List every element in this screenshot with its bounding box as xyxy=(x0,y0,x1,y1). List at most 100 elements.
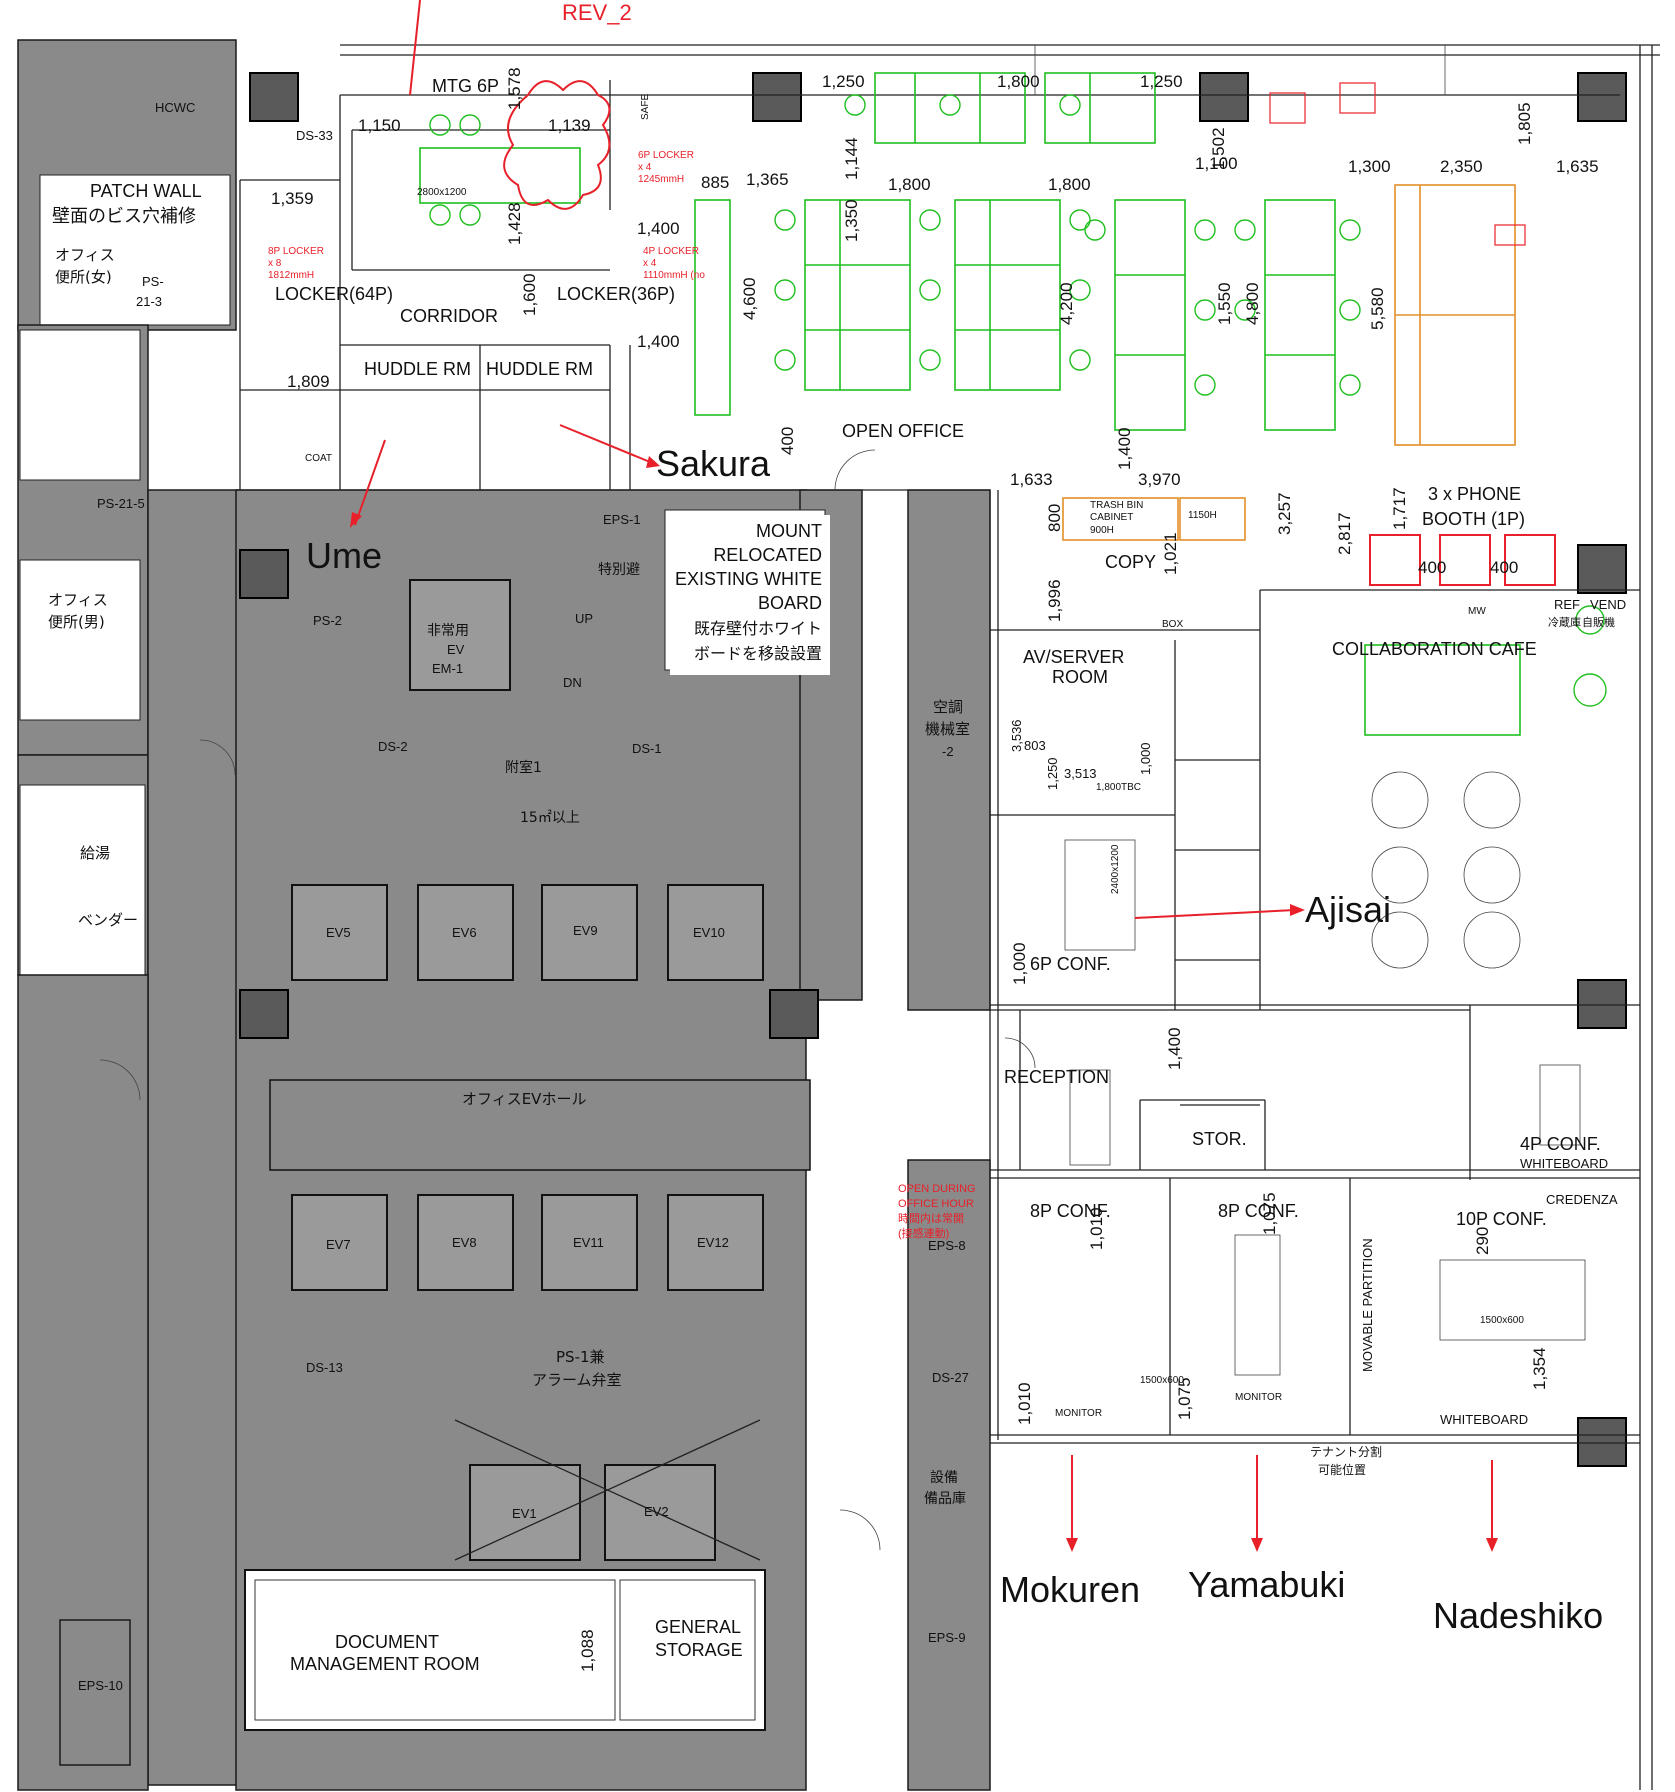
open-during-note-3: 時間内は常開 xyxy=(898,1211,964,1225)
dim-1010a: 1,010 xyxy=(1087,1207,1106,1250)
em-label-3: EM-1 xyxy=(432,661,463,676)
mount-note-2: RELOCATED xyxy=(713,545,822,565)
locker8p-note-1: 8P LOCKER xyxy=(268,246,324,257)
columns xyxy=(239,72,1627,1467)
dim-1400b: 1,400 xyxy=(637,332,680,351)
dim-1021: 1,021 xyxy=(1161,532,1180,575)
locker6p-note-3: 1245mmH xyxy=(638,174,684,185)
ref-label: REF xyxy=(1554,597,1580,612)
locker36-label: LOCKER(36P) xyxy=(557,284,675,304)
dim-1075b: 1,075 xyxy=(1175,1377,1194,1420)
reception-label: RECEPTION xyxy=(1004,1067,1109,1087)
dim-1717: 1,717 xyxy=(1390,487,1409,530)
em-label-2: EV xyxy=(447,642,465,657)
conf10p-label: 10P CONF. xyxy=(1456,1209,1547,1229)
conf8p-a-label: 8P CONF. xyxy=(1030,1201,1111,1221)
whiteboard-4p-label: WHITEBOARD xyxy=(1520,1156,1608,1171)
ume-label: Ume xyxy=(306,535,382,576)
mokuren-label: Mokuren xyxy=(1000,1569,1140,1610)
ev7-label: EV7 xyxy=(326,1237,351,1252)
open-office-label: OPEN OFFICE xyxy=(842,421,964,441)
locker8p-note-3: 1812mmH xyxy=(268,270,314,281)
dim-1000a: 1,000 xyxy=(1138,742,1153,775)
dim-803: 803 xyxy=(1024,738,1046,753)
ev10-label: EV10 xyxy=(693,925,725,940)
patch-wall-label: PATCH WALL xyxy=(90,181,202,201)
revision-label: REV_2 xyxy=(562,0,632,25)
area-label: 15㎡以上 xyxy=(520,810,580,826)
mount-note-4: BOARD xyxy=(758,593,822,613)
table-1500b-label: 1500x600 xyxy=(1480,1315,1524,1326)
toilet-m-label-2: 便所(男) xyxy=(48,613,105,631)
eps1-label: EPS-1 xyxy=(603,512,641,527)
phone-booth-label-2: BOOTH (1P) xyxy=(1422,509,1525,529)
dim-4600: 4,600 xyxy=(740,277,759,320)
locker64-label: LOCKER(64P) xyxy=(275,284,393,304)
movable-partition-label: MOVABLE PARTITION xyxy=(1360,1238,1375,1372)
em-label-1: 非常用 xyxy=(427,623,469,639)
dim-1250b: 1,250 xyxy=(1140,72,1183,91)
table-2400-label: 2400x1200 xyxy=(1110,844,1121,894)
sakura-label: Sakura xyxy=(656,443,771,484)
ev2-label: EV2 xyxy=(644,1504,669,1519)
kucho-label-2: 機械室 xyxy=(925,720,970,738)
open-during-note-1: OPEN DURING xyxy=(898,1183,976,1195)
ref-jp-label: 冷蔵庫 xyxy=(1548,615,1581,629)
dim-3536: 3,536 xyxy=(1009,719,1024,752)
credenza-label: CREDENZA xyxy=(1546,1192,1618,1207)
table-2800-label: 2800x1200 xyxy=(417,187,467,198)
workstations xyxy=(419,72,1521,736)
dim-2350: 2,350 xyxy=(1440,157,1483,176)
dim-1635: 1,635 xyxy=(1556,157,1599,176)
ds33-label: DS-33 xyxy=(296,128,333,143)
chairs xyxy=(429,94,1607,707)
mtr-box-label: 1150H xyxy=(1188,510,1217,521)
table-1500-label: 1500x600 xyxy=(1140,1375,1184,1386)
ev11-label: EV11 xyxy=(573,1235,604,1250)
yamabuki-label: Yamabuki xyxy=(1188,1564,1345,1605)
dim-1400a: 1,400 xyxy=(637,219,680,238)
dim-4200: 4,200 xyxy=(1057,282,1076,325)
elevators xyxy=(291,579,764,1561)
conf6p-label: 6P CONF. xyxy=(1030,954,1111,974)
general-storage-label-2: STORAGE xyxy=(655,1640,743,1660)
ps21-5-label: PS-21-5 xyxy=(97,496,145,511)
stor-label: STOR. xyxy=(1192,1129,1247,1149)
dim-1800b: 1,800 xyxy=(888,175,931,194)
dim-1300: 1,300 xyxy=(1348,157,1391,176)
core-rooms xyxy=(244,509,826,1731)
dimensions: 1,250 1,800 1,250 1,150 1,139 1,578 1,35… xyxy=(271,67,1599,1672)
dim-1354: 1,354 xyxy=(1530,1347,1549,1390)
conf4p-label: 4P CONF. xyxy=(1520,1134,1601,1154)
tokubetsu-label: 特別避 xyxy=(598,562,640,578)
huddle-room-1-label: HUDDLE RM xyxy=(364,359,471,379)
kyuto-label: 給湯 xyxy=(80,844,110,862)
ps1-label-2: アラーム弁室 xyxy=(532,1371,622,1389)
ps21-3-label-a: PS- xyxy=(142,274,164,289)
dim-5580: 5,580 xyxy=(1368,287,1387,330)
dim-1800tbc-label: 1,800TBC xyxy=(1096,782,1141,793)
dim-400a: 400 xyxy=(778,427,797,455)
ds27-label: DS-27 xyxy=(932,1370,969,1385)
open-during-note-4: (接感連動) xyxy=(898,1226,949,1240)
eps9-label: EPS-9 xyxy=(928,1630,966,1645)
ev9-label: EV9 xyxy=(573,923,598,938)
hcwc-label: HCWC xyxy=(155,100,195,115)
dim-1996: 1,996 xyxy=(1045,579,1064,622)
monitor-label-b: MONITOR xyxy=(1235,1392,1282,1403)
eps8-label: EPS-8 xyxy=(928,1238,966,1253)
trash-label-1: TRASH BIN xyxy=(1090,500,1143,511)
phone-booth-label-1: 3 x PHONE xyxy=(1428,484,1521,504)
dim-3257: 3,257 xyxy=(1275,492,1294,535)
dim-1100: 1,100 xyxy=(1195,154,1238,173)
dim-1400d: 1,400 xyxy=(1165,1027,1184,1070)
av-server-label-2: ROOM xyxy=(1052,667,1108,687)
dim-1144: 1,144 xyxy=(842,137,861,180)
dim-1250c: 1,250 xyxy=(1045,757,1060,790)
dim-290: 290 xyxy=(1473,1227,1492,1255)
huddle-room-2-label: HUDDLE RM xyxy=(486,359,593,379)
ds2-label: DS-2 xyxy=(378,739,408,754)
red-markups xyxy=(409,0,1556,586)
corridor-label: CORRIDOR xyxy=(400,306,498,326)
ev1-label: EV1 xyxy=(512,1506,537,1521)
